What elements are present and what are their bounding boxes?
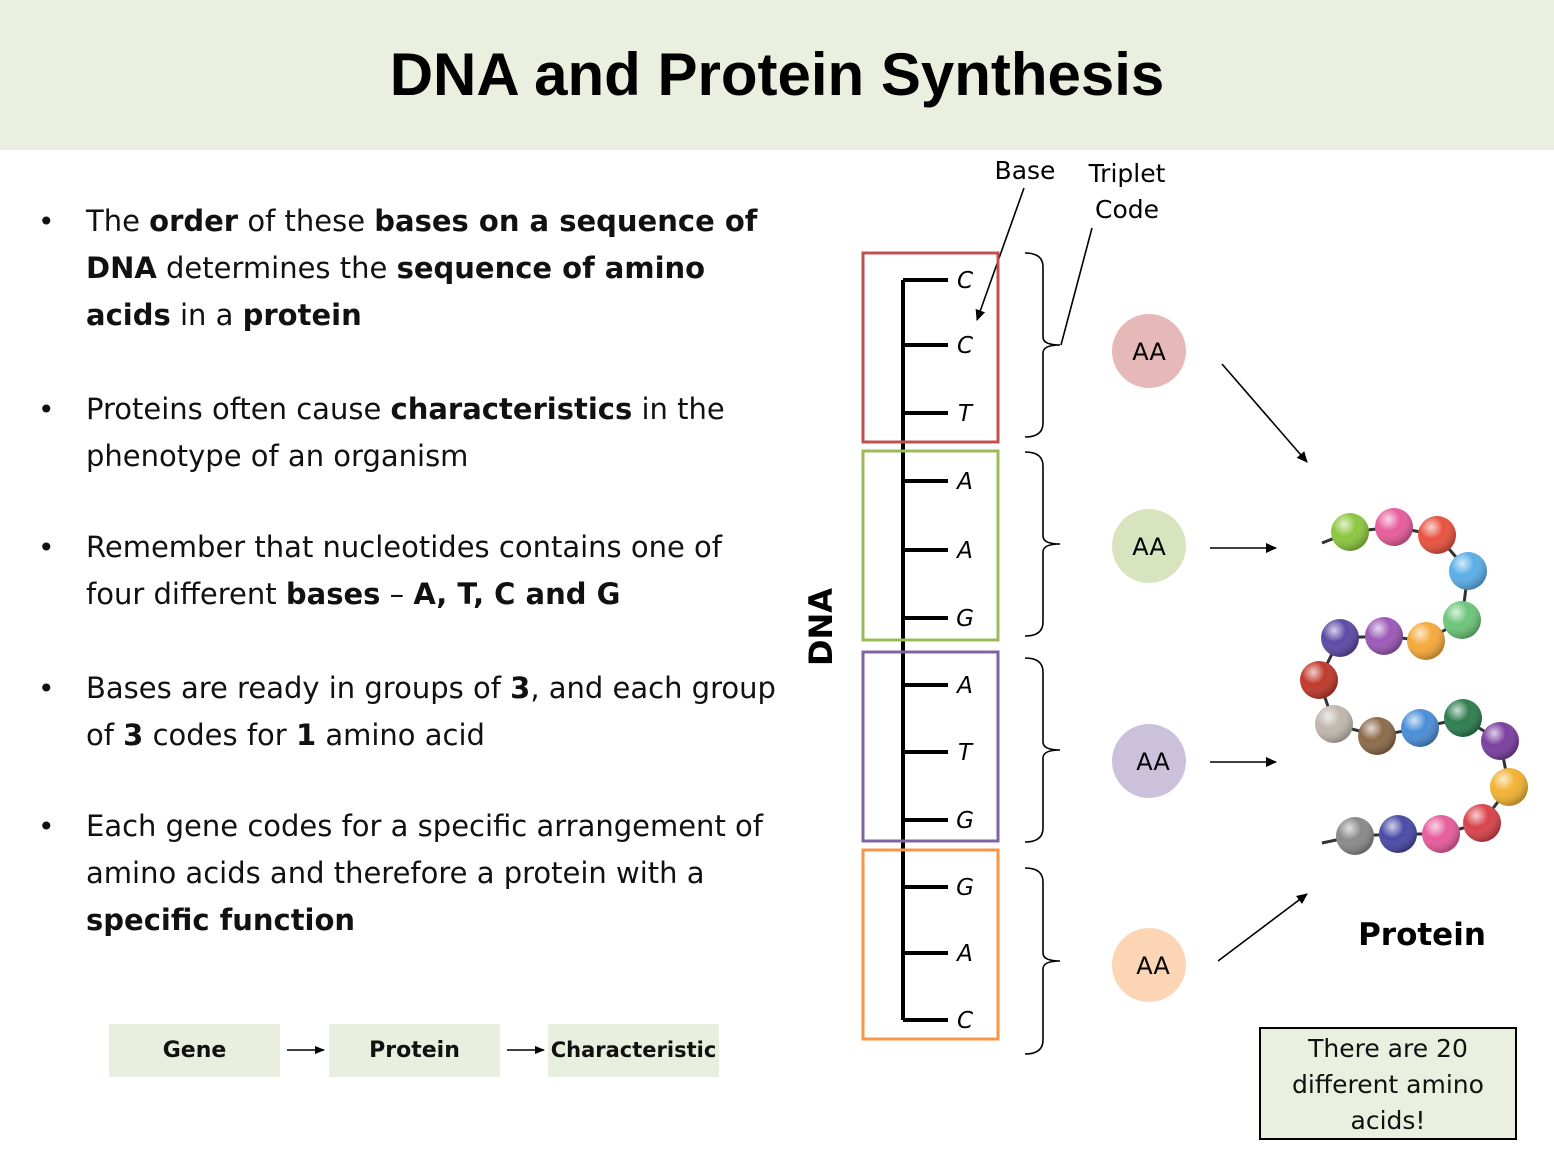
bead-shine xyxy=(1443,601,1481,639)
triplet-box xyxy=(861,251,1000,444)
bullet-item: Proteins often cause characteristics in … xyxy=(38,386,778,480)
amino-acid-circle xyxy=(1112,314,1186,388)
triplet-box xyxy=(861,449,1000,642)
base-letter: C xyxy=(957,333,973,359)
amino-acid-note: There are 20 different amino acids! xyxy=(1259,1027,1517,1140)
base-letter: A xyxy=(955,673,973,699)
note-line: different amino xyxy=(1292,1070,1484,1099)
bead-shine xyxy=(1375,508,1413,546)
bead-shine xyxy=(1300,661,1338,699)
page-title: DNA and Protein Synthesis xyxy=(389,41,1165,108)
triplet-box xyxy=(861,848,1000,1041)
bead-shine xyxy=(1331,513,1369,551)
bead-shine xyxy=(1407,622,1445,660)
amino-acid-label: AA xyxy=(1136,748,1170,776)
bead-shine xyxy=(1336,817,1374,855)
protein-label: Protein xyxy=(1358,917,1486,953)
triplet-group: C C T AA xyxy=(861,251,1186,444)
bullet-list: The order of these bases on a sequence o… xyxy=(38,198,778,944)
triplet-group: A T G AA xyxy=(861,650,1186,843)
flow-gene-box: Gene xyxy=(109,1024,280,1077)
protein-chain xyxy=(1300,508,1528,855)
bead-shine xyxy=(1449,552,1487,590)
bullet-item: The order of these bases on a sequence o… xyxy=(38,198,778,339)
triplet-group: G A C AA xyxy=(861,848,1186,1055)
bead-shine xyxy=(1365,617,1403,655)
note-line: There are 20 xyxy=(1308,1034,1468,1063)
bullet-item: Each gene codes for a specific arrangeme… xyxy=(38,803,778,944)
aa-arrow xyxy=(1217,893,1308,962)
base-letter: G xyxy=(956,875,974,901)
amino-acid-label: AA xyxy=(1132,338,1166,366)
base-pointer-arrow xyxy=(975,187,1025,321)
base-letter: A xyxy=(955,538,973,564)
dna-label: DNA xyxy=(802,588,840,666)
base-letter: C xyxy=(957,268,973,294)
bead-shine xyxy=(1315,705,1353,743)
bead-shine xyxy=(1418,516,1456,554)
base-letter: G xyxy=(956,808,974,834)
flow-protein-box: Protein xyxy=(329,1024,500,1077)
base-letter: T xyxy=(958,401,974,427)
bullet-item: Remember that nucleotides contains one o… xyxy=(38,524,778,618)
amino-acid-label: AA xyxy=(1132,533,1166,561)
base-letter: A xyxy=(955,469,973,495)
bead-shine xyxy=(1401,709,1439,747)
bead-shine xyxy=(1379,815,1417,853)
triplet-brace xyxy=(1024,252,1061,438)
triplet-label-line1: Triplet xyxy=(1088,159,1166,188)
bead-shine xyxy=(1422,815,1460,853)
bead-shine xyxy=(1444,699,1482,737)
triplet-brace xyxy=(1024,451,1061,637)
base-letter: A xyxy=(955,941,973,967)
bullet-item: Bases are ready in groups of 3, and each… xyxy=(38,665,778,759)
flow-characteristic-box: Characteristic xyxy=(548,1024,719,1077)
amino-acid-circle xyxy=(1112,928,1186,1002)
triplet-label-line2: Code xyxy=(1095,195,1159,224)
base-letter: G xyxy=(956,606,974,632)
bead-shine xyxy=(1481,722,1519,760)
triplet-box xyxy=(861,650,1000,843)
note-line: acids! xyxy=(1350,1106,1426,1135)
base-letter: T xyxy=(958,740,974,766)
triplet-brace xyxy=(1024,657,1061,843)
bead-shine xyxy=(1321,619,1359,657)
triplet-brace xyxy=(1024,867,1061,1055)
amino-acid-circle xyxy=(1112,509,1186,583)
amino-acid-circle xyxy=(1112,724,1186,798)
bead-shine xyxy=(1358,717,1396,755)
bead-shine xyxy=(1490,768,1528,806)
aa-arrow xyxy=(1221,363,1308,463)
base-label: Base xyxy=(995,156,1056,185)
amino-acid-label: AA xyxy=(1136,952,1170,980)
bead-shine xyxy=(1463,804,1501,842)
base-letter: C xyxy=(957,1008,973,1034)
title-banner xyxy=(0,0,1554,150)
triplet-pointer-line xyxy=(1060,227,1093,346)
